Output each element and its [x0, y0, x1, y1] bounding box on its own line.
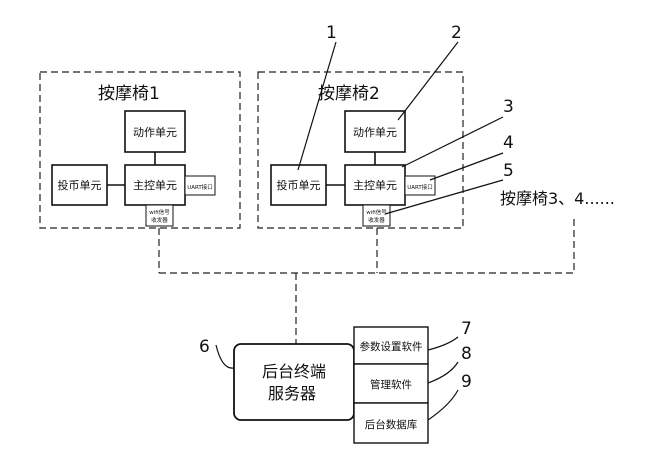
server-line1: 后台终端 — [262, 362, 326, 381]
manage-software-label: 管理软件 — [370, 378, 412, 391]
database-label: 后台数据库 — [365, 418, 418, 431]
callout-7: 7 — [461, 319, 472, 339]
callout-1: 1 — [326, 23, 337, 43]
chair1-action-label: 动作单元 — [133, 126, 177, 139]
server-line2: 服务器 — [268, 384, 316, 403]
chair1-uart-label: UART接口 — [187, 183, 213, 191]
chair1-wifi-line1: wifi信号 — [149, 208, 170, 216]
callout-8: 8 — [461, 344, 472, 364]
chair1-enclosure — [39, 71, 241, 229]
chair1-uart — [184, 175, 216, 196]
wireless-network — [158, 219, 575, 344]
callout-9: 9 — [461, 372, 472, 392]
chair1-action-unit — [124, 110, 186, 153]
chair2-wifi-line1: wifi信号 — [366, 208, 387, 216]
chair2-enclosure — [257, 71, 464, 229]
chair2-coin-label: 投币单元 — [277, 178, 321, 192]
chair2-main-label: 主控单元 — [353, 178, 397, 192]
server-box — [233, 343, 355, 421]
callout-leaders — [215, 41, 504, 421]
chair1-coin-label: 投币单元 — [58, 178, 102, 192]
more-chairs-label: 按摩椅3、4...... — [500, 189, 615, 208]
callout-5: 5 — [503, 161, 514, 181]
manage-software-box — [353, 363, 429, 404]
param-software-label: 参数设置软件 — [360, 340, 423, 353]
chair2-action-unit — [344, 110, 406, 153]
callout-4: 4 — [503, 133, 514, 153]
callout-3: 3 — [503, 97, 514, 117]
chair2-wifi-line2: 收发器 — [368, 216, 385, 224]
database-box — [353, 402, 429, 444]
chair2-uart-label: UART接口 — [407, 183, 433, 191]
chair2-main-control — [344, 164, 406, 206]
chair1-main-label: 主控单元 — [133, 178, 177, 192]
chair1-coin-unit — [51, 164, 108, 206]
chair2-wifi — [362, 204, 391, 227]
chair2-uart — [404, 175, 436, 196]
chair1-title: 按摩椅1 — [98, 84, 160, 104]
chair1-wifi — [145, 204, 174, 227]
chair2-action-label: 动作单元 — [353, 126, 397, 139]
callout-6: 6 — [199, 337, 210, 357]
chair1-wifi-line2: 收发器 — [151, 216, 168, 224]
callout-2: 2 — [451, 23, 462, 43]
chair2-coin-unit — [270, 164, 327, 206]
chair2-title: 按摩椅2 — [318, 84, 380, 104]
